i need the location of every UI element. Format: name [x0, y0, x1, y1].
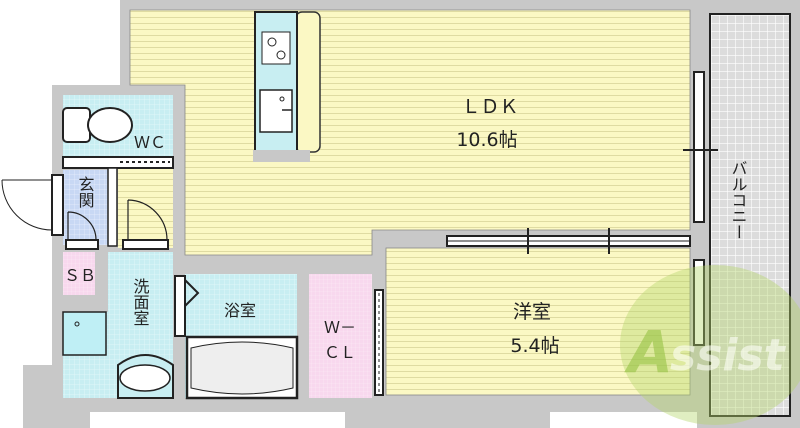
hall-floor	[118, 168, 173, 248]
wc-label: ＷＣ	[134, 133, 166, 152]
assist-watermark-logo: A ssist	[620, 265, 800, 425]
front-door[interactable]	[1, 174, 64, 236]
balcony	[697, 0, 800, 428]
washroom-door[interactable]	[122, 199, 169, 250]
sliding-door-ldk-western[interactable]	[446, 228, 691, 254]
washroom-label: 洗面室	[131, 278, 150, 326]
walk-in-closet	[309, 274, 372, 398]
washbasin-icon	[117, 354, 174, 399]
washing-machine-icon	[62, 311, 107, 356]
shoe-closet-door[interactable]	[65, 211, 99, 250]
balcony-window-western[interactable]	[693, 259, 705, 346]
svg-text:A: A	[624, 318, 673, 386]
bathroom-door[interactable]	[174, 275, 200, 337]
ldk-size: 10.6帖	[456, 129, 517, 151]
balcony-window-ldk[interactable]	[683, 71, 718, 223]
wcl-label-line2: ＣＬ	[324, 343, 356, 362]
storage-box	[63, 252, 95, 295]
western-room-label: 洋室	[513, 301, 551, 323]
toilet-icon	[62, 107, 133, 143]
kitchen-counter	[253, 11, 321, 162]
sink-icon	[259, 89, 293, 133]
bathtub-icon	[185, 335, 299, 400]
closet-door[interactable]	[374, 289, 384, 396]
bathroom-label: 浴室	[224, 301, 256, 320]
ldk-floor	[129, 9, 691, 256]
balcony-label: バルコニー	[729, 160, 748, 240]
ldk-label: ＬＤＫ	[461, 96, 518, 118]
entrance-floor	[63, 170, 108, 245]
wcl-label-line1: Ｗ－	[324, 318, 356, 337]
western-room-floor	[385, 247, 691, 396]
svg-text:ssist: ssist	[670, 330, 787, 381]
sb-label: ＳＢ	[64, 266, 96, 285]
stove-icon	[261, 31, 291, 65]
western-room-size: 5.4帖	[510, 335, 559, 357]
entrance-label: 玄関	[76, 176, 95, 209]
